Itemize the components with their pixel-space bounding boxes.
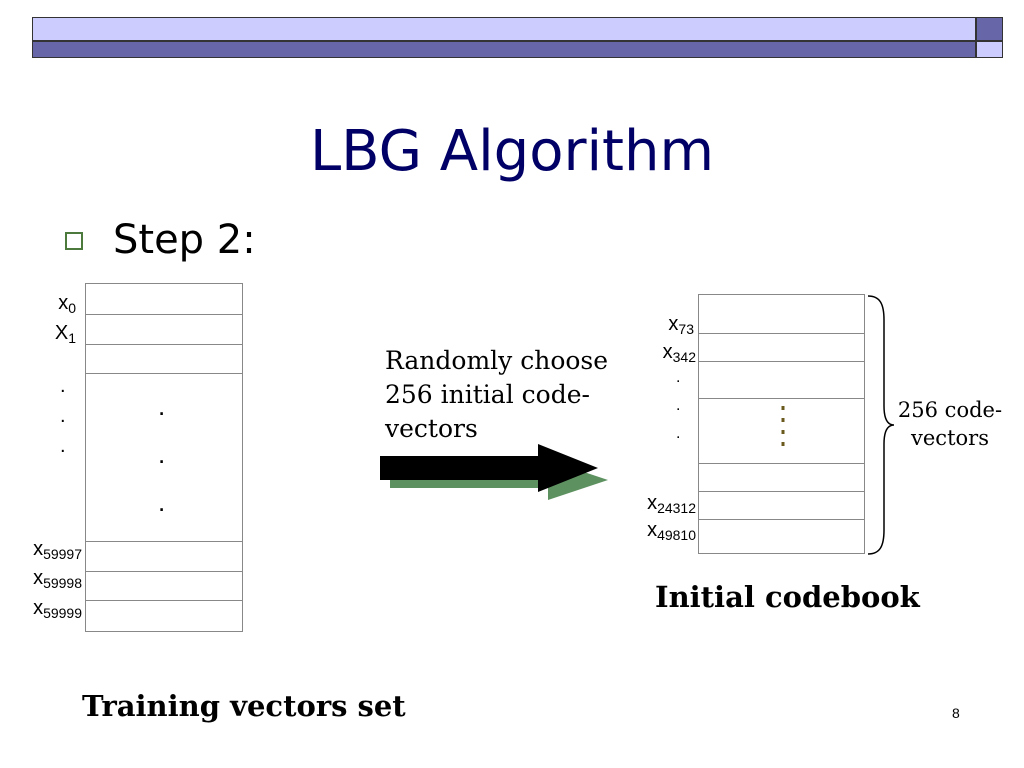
vector-label: x0 [58, 292, 76, 316]
vector-label: x73 [668, 313, 694, 337]
codebook-table [698, 294, 865, 554]
table-row [699, 519, 864, 553]
table-row [699, 295, 864, 334]
ellipsis-dot: . [158, 487, 166, 517]
vector-label: x342 [662, 341, 696, 365]
vector-label: x59998 [33, 567, 82, 591]
vector-label: X1 [54, 322, 76, 346]
right-brace-icon [867, 295, 895, 555]
bullet-square-icon [65, 232, 83, 250]
table-row [86, 284, 242, 315]
ellipsis-dot: . [60, 405, 66, 427]
ellipsis-dot: . [676, 397, 681, 414]
ellipsis-dot: . [676, 369, 681, 386]
ellipsis-dot: . [60, 375, 66, 397]
table-row [86, 541, 242, 572]
table-row [86, 314, 242, 345]
training-caption: Training vectors set [82, 689, 406, 723]
table-row [699, 491, 864, 520]
table-row [699, 361, 864, 399]
table-row [699, 463, 864, 492]
table-row [699, 333, 864, 362]
brace-label: 256 code- vectors [897, 398, 1003, 450]
right-arrow-icon [380, 444, 608, 500]
table-row [86, 600, 242, 631]
bullet-text: Step 2: [113, 217, 256, 263]
ellipsis-dot: . [676, 425, 681, 442]
vector-label: x59997 [33, 538, 82, 562]
vector-label: x59999 [33, 597, 82, 621]
ellipsis-dot: . [60, 435, 66, 457]
header-square-dark [976, 17, 1003, 41]
slide-title: LBG Algorithm [309, 119, 715, 184]
table-row [699, 398, 864, 464]
ellipsis-dot: . [158, 391, 166, 421]
header-bar-dark [32, 41, 976, 58]
page-number: 8 [952, 705, 960, 721]
table-row [86, 571, 242, 601]
arrow-text: Randomly choose 256 initial code- vector… [385, 346, 609, 443]
codebook-caption: Initial codebook [655, 580, 920, 614]
table-row [86, 373, 242, 542]
vector-label: x24312 [647, 492, 696, 516]
training-vectors-table [85, 283, 243, 632]
vertical-ellipsis-icon [781, 406, 785, 448]
header-square-light [976, 41, 1003, 58]
table-row [86, 344, 242, 374]
vector-label: x49810 [647, 519, 696, 543]
header-bar-light [32, 17, 976, 41]
ellipsis-dot: . [158, 439, 166, 469]
